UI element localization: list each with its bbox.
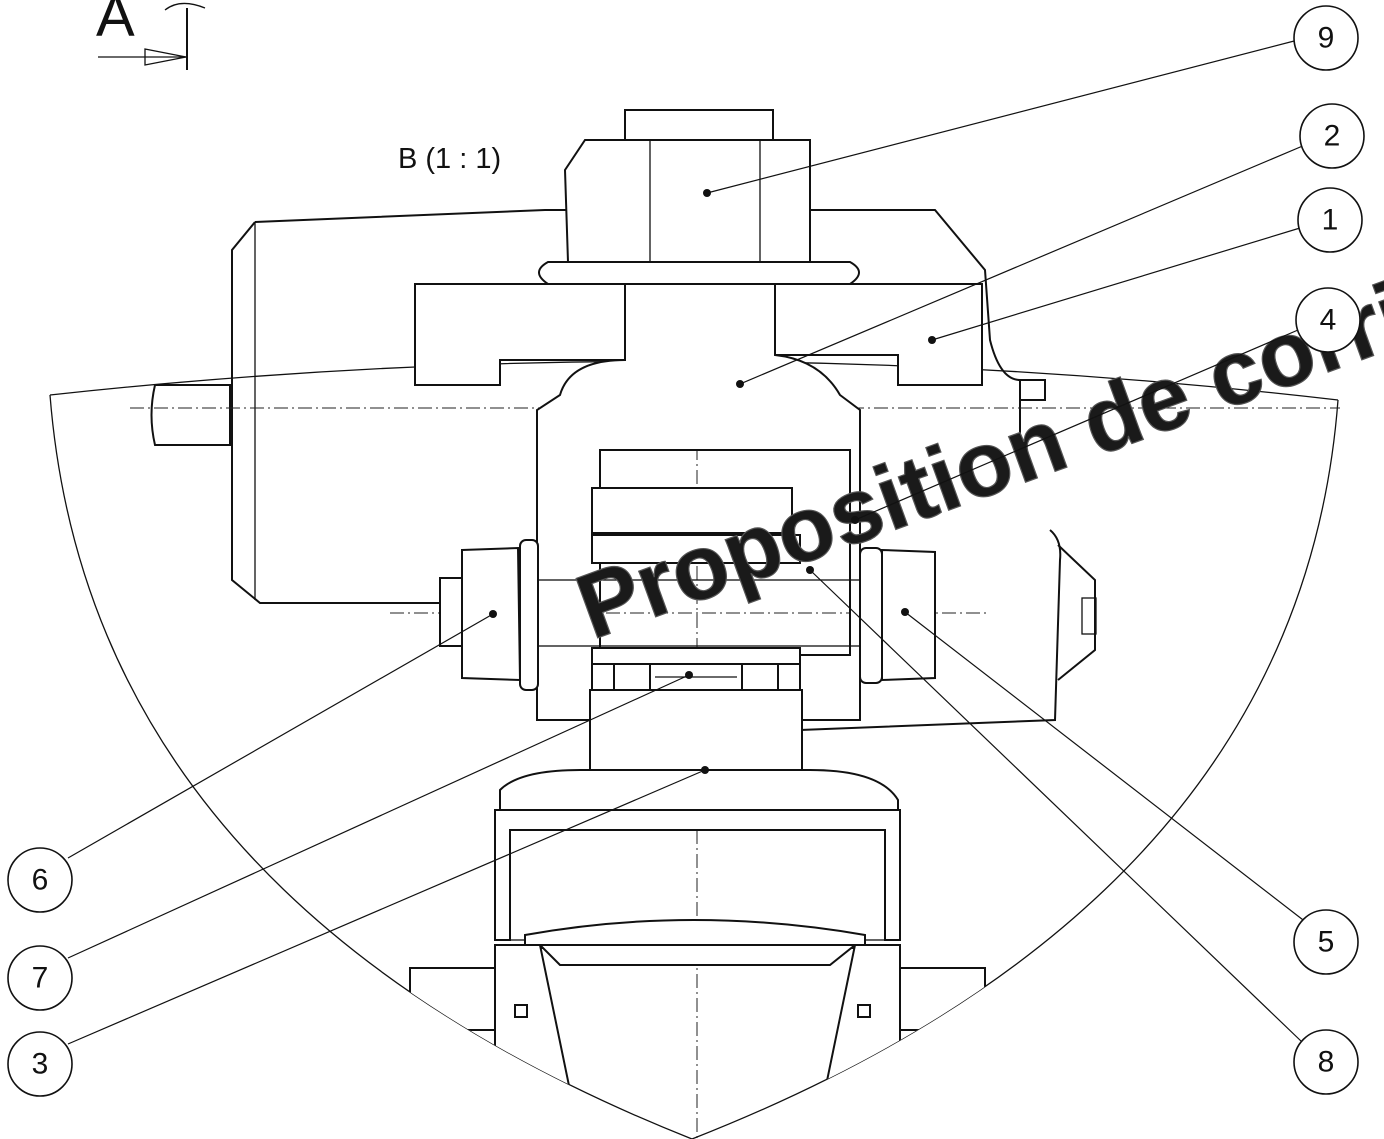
balloon-1: 1 — [1297, 187, 1363, 253]
balloon-4: 4 — [1295, 287, 1361, 353]
balloon-5: 5 — [1293, 909, 1359, 975]
balloon-8-label: 8 — [1318, 1046, 1335, 1079]
balloon-4-label: 4 — [1320, 304, 1337, 337]
housing-outline — [150, 209, 1097, 731]
balloon-2-label: 2 — [1324, 120, 1341, 153]
section-letter: A — [96, 0, 135, 49]
balloon-9-label: 9 — [1318, 22, 1335, 55]
balloon-7-label: 7 — [32, 962, 49, 995]
balloon-8: 8 — [1293, 1029, 1359, 1095]
balloon-5-label: 5 — [1318, 926, 1335, 959]
leader-dots — [489, 189, 936, 774]
balloon-3-label: 3 — [32, 1048, 49, 1081]
balloon-7: 7 — [7, 945, 73, 1011]
part-1-beam — [414, 283, 983, 386]
balloon-9: 9 — [1293, 5, 1359, 71]
part-7-8-bushing — [591, 534, 801, 691]
section-arrow: A — [96, 0, 206, 70]
balloon-6-label: 6 — [32, 864, 49, 897]
part-3-upper — [591, 487, 793, 534]
part-6-bolt-head — [439, 539, 879, 691]
leader-lines — [67, 39, 1308, 1045]
part-9-nut — [538, 109, 860, 285]
part-5-nut — [859, 547, 936, 684]
part-3-shaft — [394, 689, 991, 1139]
balloon-2: 2 — [1299, 103, 1365, 169]
detail-view-label: B (1 : 1) — [398, 143, 501, 175]
balloon-3: 3 — [7, 1031, 73, 1097]
balloon-6: 6 — [7, 847, 73, 913]
balloon-1-label: 1 — [1322, 204, 1339, 237]
